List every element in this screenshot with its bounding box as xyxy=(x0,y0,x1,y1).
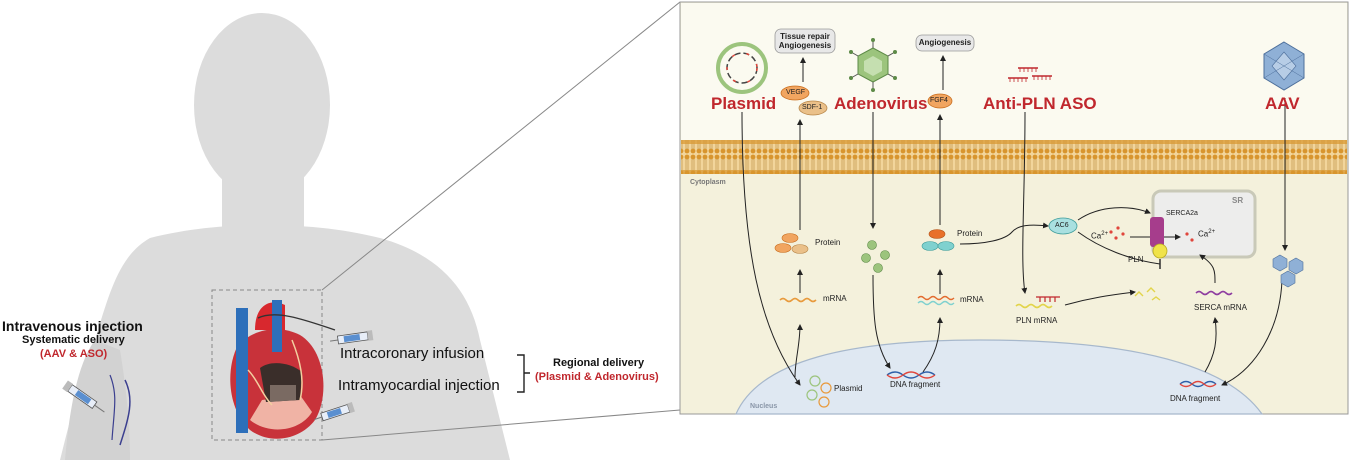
syringe-coronary xyxy=(330,330,374,345)
mrna-label-1: mRNA xyxy=(823,294,847,303)
regional-title: Regional delivery xyxy=(553,357,645,369)
cell-membrane xyxy=(681,140,1347,174)
nucleus xyxy=(735,339,1264,415)
ca-left-sup: 2+ xyxy=(1101,231,1109,237)
regional-agents: (Plasmid & Adenovirus) xyxy=(535,371,659,383)
vector-adenovirus: Adenovirus xyxy=(834,94,928,113)
adeno-effect-box xyxy=(915,34,975,52)
vegf-label: VEGF xyxy=(786,89,806,96)
zoom-line-top xyxy=(321,1,681,291)
plasmid-nucleus-label: Plasmid xyxy=(834,384,863,393)
adenovirus-icon xyxy=(849,38,897,92)
nuclear-plasmids xyxy=(806,375,832,408)
nucleus-label: Nucleus xyxy=(750,403,778,410)
aav-particles xyxy=(1272,254,1304,288)
serca-mrna-shape xyxy=(1195,290,1233,296)
pln-mrna-shape xyxy=(1015,303,1053,309)
iv-subtitle: Systematic delivery xyxy=(22,334,125,346)
adeno-mrna-shape-2 xyxy=(917,300,955,306)
calcium-ions xyxy=(1109,226,1194,242)
vector-aso: Anti-PLN ASO xyxy=(983,94,1097,113)
protein-label-2: Protein xyxy=(957,229,983,238)
dna-fragment-label-1: DNA fragment xyxy=(890,380,941,389)
fgf4-label: FGF4 xyxy=(930,97,948,104)
sr-label: SR xyxy=(1232,196,1244,205)
pln-node xyxy=(1152,243,1168,259)
iv-injection-illustration xyxy=(62,374,131,446)
plasmid-mrna-shape xyxy=(779,297,817,303)
ca-label-left: Ca2+ xyxy=(1091,231,1108,241)
aav-icon xyxy=(1263,41,1305,91)
cytoplasm-label: Cytoplasm xyxy=(690,179,726,186)
ac6-node xyxy=(1048,217,1078,235)
ca-left-text: Ca xyxy=(1091,231,1102,241)
vector-aav: AAV xyxy=(1265,94,1300,113)
dna-fragment-label-2: DNA fragment xyxy=(1170,394,1221,403)
adeno-mrna-shape xyxy=(917,295,955,301)
serca2a-label: SERCA2a xyxy=(1166,210,1198,217)
protein-label-1: Protein xyxy=(815,238,841,247)
serca-mrna-label: SERCA mRNA xyxy=(1194,303,1247,312)
heart-illustration xyxy=(230,300,336,439)
adeno-effect-label: Angiogenesis xyxy=(918,38,972,47)
iv-agents: (AAV & ASO) xyxy=(40,348,108,360)
heart-zoom-box xyxy=(211,289,323,441)
ac6-label: AC6 xyxy=(1055,222,1069,229)
syringe-myocardial xyxy=(314,402,355,422)
fgf4-protein xyxy=(927,93,953,109)
pln-mrna-label: PLN mRNA xyxy=(1016,316,1058,325)
plasmid-effect-label: Tissue repair Angiogenesis xyxy=(775,32,835,50)
plasmid-protein-cluster xyxy=(774,233,809,254)
ca-right-text: Ca xyxy=(1198,229,1209,239)
adeno-particles xyxy=(861,240,890,273)
route-intramyocardial: Intramyocardial injection xyxy=(338,377,500,394)
ca-right-sup: 2+ xyxy=(1208,229,1216,235)
degraded-mrna-shape xyxy=(1134,287,1161,301)
plasmid-icon xyxy=(716,42,768,94)
aso-icon xyxy=(1008,67,1052,82)
dna-fragment-shape-1 xyxy=(886,371,936,379)
iv-title: Intravenous injection xyxy=(2,318,143,334)
upper-arrows xyxy=(800,55,946,90)
pln-label: PLN xyxy=(1128,255,1144,264)
sdf1-label: SDF-1 xyxy=(802,104,823,111)
vegf-protein xyxy=(780,85,810,101)
plasmid-effect-2: Angiogenesis xyxy=(778,41,832,50)
regional-bracket xyxy=(517,354,530,393)
serca2a-pump xyxy=(1150,217,1164,247)
sdf1-protein xyxy=(798,100,828,116)
plasmid-effect-1: Tissue repair xyxy=(780,32,830,41)
ca-label-right: Ca2+ xyxy=(1198,229,1215,239)
mrna-label-2: mRNA xyxy=(960,295,984,304)
adeno-protein-cluster xyxy=(921,229,955,251)
zoom-line-bottom xyxy=(321,409,681,441)
vector-plasmid: Plasmid xyxy=(711,94,777,113)
plasmid-effect-box xyxy=(774,28,836,54)
aso-bound-shape xyxy=(1036,296,1060,302)
route-intracoronary: Intracoronary infusion xyxy=(340,345,485,362)
dna-fragment-shape-2 xyxy=(1179,380,1217,388)
